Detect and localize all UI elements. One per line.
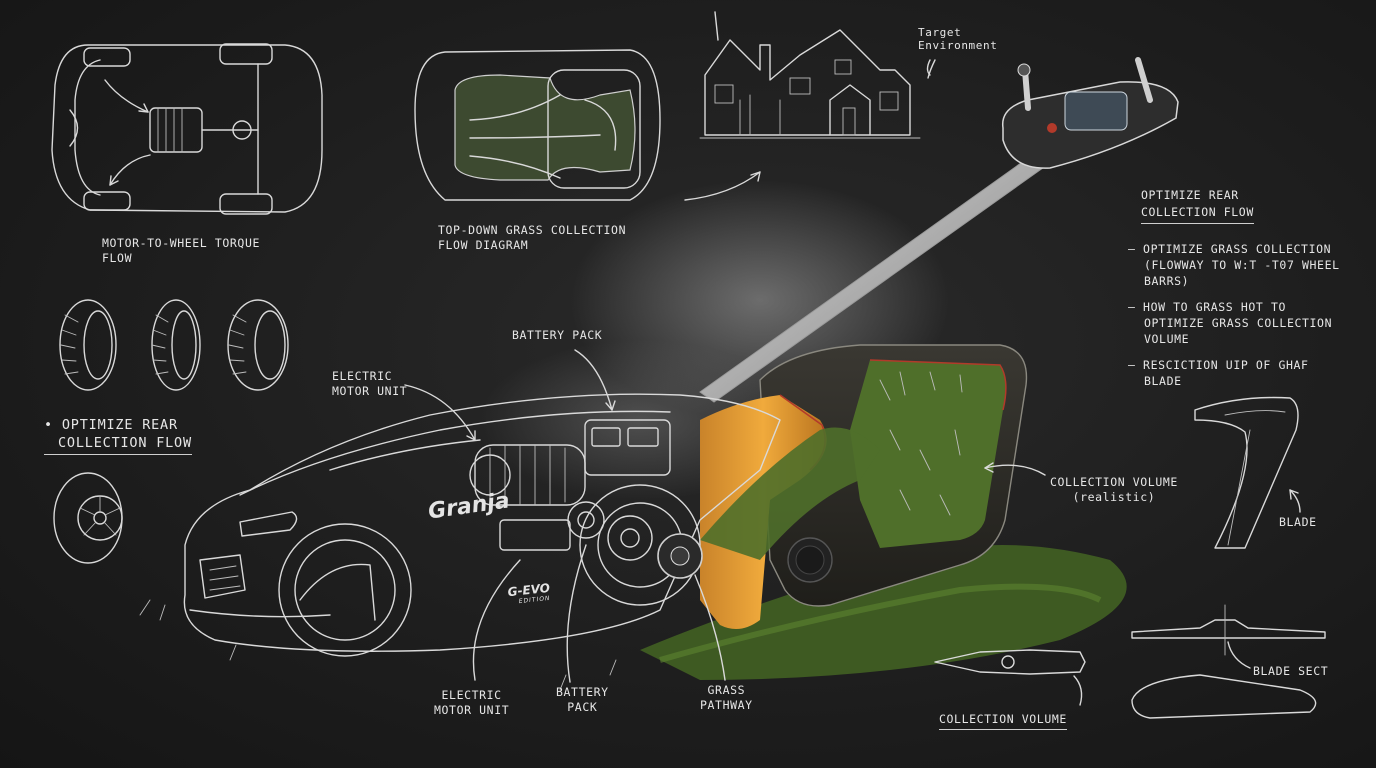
blade-label: BLADE (1279, 515, 1317, 529)
collection-volume-bottom-label: COLLECTION VOLUME (939, 712, 1067, 730)
tire-studies (53, 299, 289, 564)
electric-motor-top-line-1: ELECTRIC (332, 369, 393, 383)
battery-pack-drawing (584, 419, 671, 476)
blade-sect-label: BLADE SECT (1253, 664, 1329, 678)
note-2: – HOW TO GRASS HOT TO OPTIMIZE GRASS COL… (1128, 299, 1340, 347)
note-1: – OPTIMIZE GRASS COLLECTION (FLOWWAY TO … (1128, 241, 1340, 289)
note-3-line-1: – RESCICTION UIP OF GHAF (1128, 358, 1309, 372)
top-down-flow-line-2: FLOW DIAGRAM (438, 238, 529, 252)
electric-motor-top-label: ELECTRIC MOTOR UNIT (332, 369, 407, 399)
top-down-flow-diagram (414, 49, 661, 201)
motor-torque-chassis-diagram (51, 43, 323, 215)
annotation-leaders (404, 59, 1301, 706)
target-environment-label: Target Environment (918, 26, 997, 52)
battery-pack-top-label: BATTERY PACK (512, 328, 603, 342)
grass-pathway-label: GRASS PATHWAY (700, 683, 753, 713)
top-down-flow-label: TOP-DOWN GRASS COLLECTION FLOW DIAGRAM (438, 223, 626, 253)
blade-section-drawing (1131, 604, 1326, 719)
collection-bin (759, 344, 1028, 607)
note-1-line-2: (FLOWWAY TO W:T -T07 WHEEL (1144, 258, 1340, 272)
battery-pack-bottom-line-1: BATTERY (556, 685, 609, 699)
electric-motor-bottom-line-2: MOTOR UNIT (434, 703, 510, 717)
note-3-line-2: BLADE (1144, 374, 1182, 388)
design-notes: – OPTIMIZE GRASS COLLECTION (FLOWWAY TO … (1128, 241, 1340, 389)
grass-pathway-line-2: PATHWAY (700, 698, 753, 712)
optimize-rear-right-label: OPTIMIZE REAR COLLECTION FLOW (1141, 187, 1254, 224)
electric-motor-bottom-label: ELECTRIC MOTOR UNIT (434, 688, 509, 718)
motor-torque-flow-line-1: MOTOR-TO-WHEEL TORQUE (102, 236, 260, 250)
mower-handle (699, 57, 1179, 403)
optimize-rear-left-line-1: • OPTIMIZE REAR (44, 417, 178, 433)
battery-pack-bottom-line-2: PACK (567, 700, 598, 714)
target-environment-line-2: Environment (918, 39, 998, 52)
mower-body-wireframe (183, 393, 781, 657)
note-1-line-3: BARRS) (1144, 274, 1190, 288)
grass-ground (139, 545, 1127, 691)
note-3: – RESCICTION UIP OF GHAF BLADE (1128, 357, 1340, 389)
grass-pathway (700, 427, 880, 560)
model-badge: G-EVO EDITION (507, 581, 551, 606)
optimize-rear-right-line-1: OPTIMIZE REAR (1141, 188, 1239, 202)
note-2-line-3: VOLUME (1144, 332, 1190, 346)
battery-pack-bottom-label: BATTERY PACK (556, 685, 609, 715)
motor-unit-drawing (469, 444, 586, 506)
electric-motor-bottom-line-1: ELECTRIC (441, 688, 502, 702)
motor-torque-flow-line-2: FLOW (102, 251, 133, 265)
target-environment-house (684, 11, 931, 201)
target-environment-line-1: Target (918, 26, 962, 39)
gear-train-drawing (499, 501, 703, 579)
note-2-line-2: OPTIMIZE GRASS COLLECTION (1144, 316, 1333, 330)
collection-volume-bottom-text: COLLECTION VOLUME (939, 712, 1067, 730)
collection-volume-realistic-line-1: COLLECTION VOLUME (1050, 475, 1178, 489)
note-1-line-1: – OPTIMIZE GRASS COLLECTION (1128, 242, 1332, 256)
optimize-rear-left-label: • OPTIMIZE REAR COLLECTION FLOW (44, 416, 192, 455)
collection-volume-realistic-label: COLLECTION VOLUME (realistic) (1050, 475, 1178, 505)
blade-flat-drawing (934, 649, 1086, 675)
note-2-line-1: – HOW TO GRASS HOT TO (1128, 300, 1286, 314)
grass-pathway-line-1: GRASS (707, 683, 746, 697)
motor-torque-flow-label: MOTOR-TO-WHEEL TORQUE FLOW (102, 236, 260, 266)
optimize-rear-left-line-2: COLLECTION FLOW (44, 434, 192, 455)
collection-volume-realistic-line-2: (realistic) (1072, 490, 1156, 504)
optimize-rear-right-line-2: COLLECTION FLOW (1141, 204, 1254, 224)
top-down-flow-line-1: TOP-DOWN GRASS COLLECTION (438, 223, 627, 237)
electric-motor-top-line-2: MOTOR UNIT (332, 384, 408, 398)
blade-3d-drawing (1194, 396, 1299, 549)
